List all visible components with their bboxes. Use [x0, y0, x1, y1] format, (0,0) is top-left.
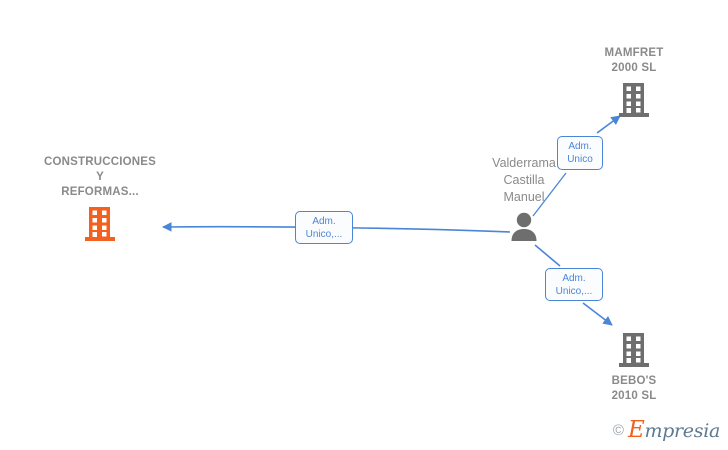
node-bebos-2010-sl[interactable]: BEBO'S 2010 SL	[539, 332, 728, 404]
node-mamfret-2000-sl[interactable]: MAMFRET 2000 SL	[539, 46, 728, 118]
relation-chip-line-2: Unico,...	[555, 285, 593, 297]
relation-chip-line-1: Adm.	[312, 215, 336, 227]
relation-chip-mamfret[interactable]: Adm. Unico	[557, 136, 603, 170]
relation-chip-construcciones[interactable]: Adm. Unico,...	[295, 211, 353, 244]
edge-person-to-bebos	[534, 244, 561, 267]
relation-chip-line-1: Adm.	[568, 141, 592, 152]
relation-chip-line-2: Unico,...	[305, 228, 343, 240]
node-label-construcciones: CONSTRUCCIONES Y REFORMAS...	[43, 156, 157, 198]
node-valderrama-castilla-manuel[interactable]: Valderrama Castilla Manuel	[429, 155, 619, 241]
relation-chip-line-2: Unico	[567, 154, 593, 165]
edge-person-to-bebos-head	[582, 302, 613, 326]
relation-chip-bebos[interactable]: Adm. Unico,...	[545, 268, 603, 301]
node-label-bebos: BEBO'S 2010 SL	[611, 375, 657, 402]
empresia-watermark: © Empresia	[613, 419, 720, 442]
building-icon	[619, 332, 649, 368]
relation-chip-line-1: Adm.	[562, 272, 586, 284]
node-label-person: Valderrama Castilla Manuel	[492, 156, 556, 204]
empresia-logo-initial: E	[627, 417, 645, 443]
empresia-logo-rest: mpresia	[644, 420, 720, 442]
building-icon	[85, 206, 115, 242]
node-label-mamfret: MAMFRET 2000 SL	[604, 47, 664, 74]
building-icon	[619, 82, 649, 118]
copyright-icon: ©	[612, 422, 624, 439]
empresia-logo: Empresia	[628, 419, 720, 442]
person-icon	[509, 211, 539, 241]
node-construcciones-y-reformas[interactable]: CONSTRUCCIONES Y REFORMAS...	[5, 155, 195, 242]
edge-person-to-mamfret-head	[596, 115, 621, 134]
